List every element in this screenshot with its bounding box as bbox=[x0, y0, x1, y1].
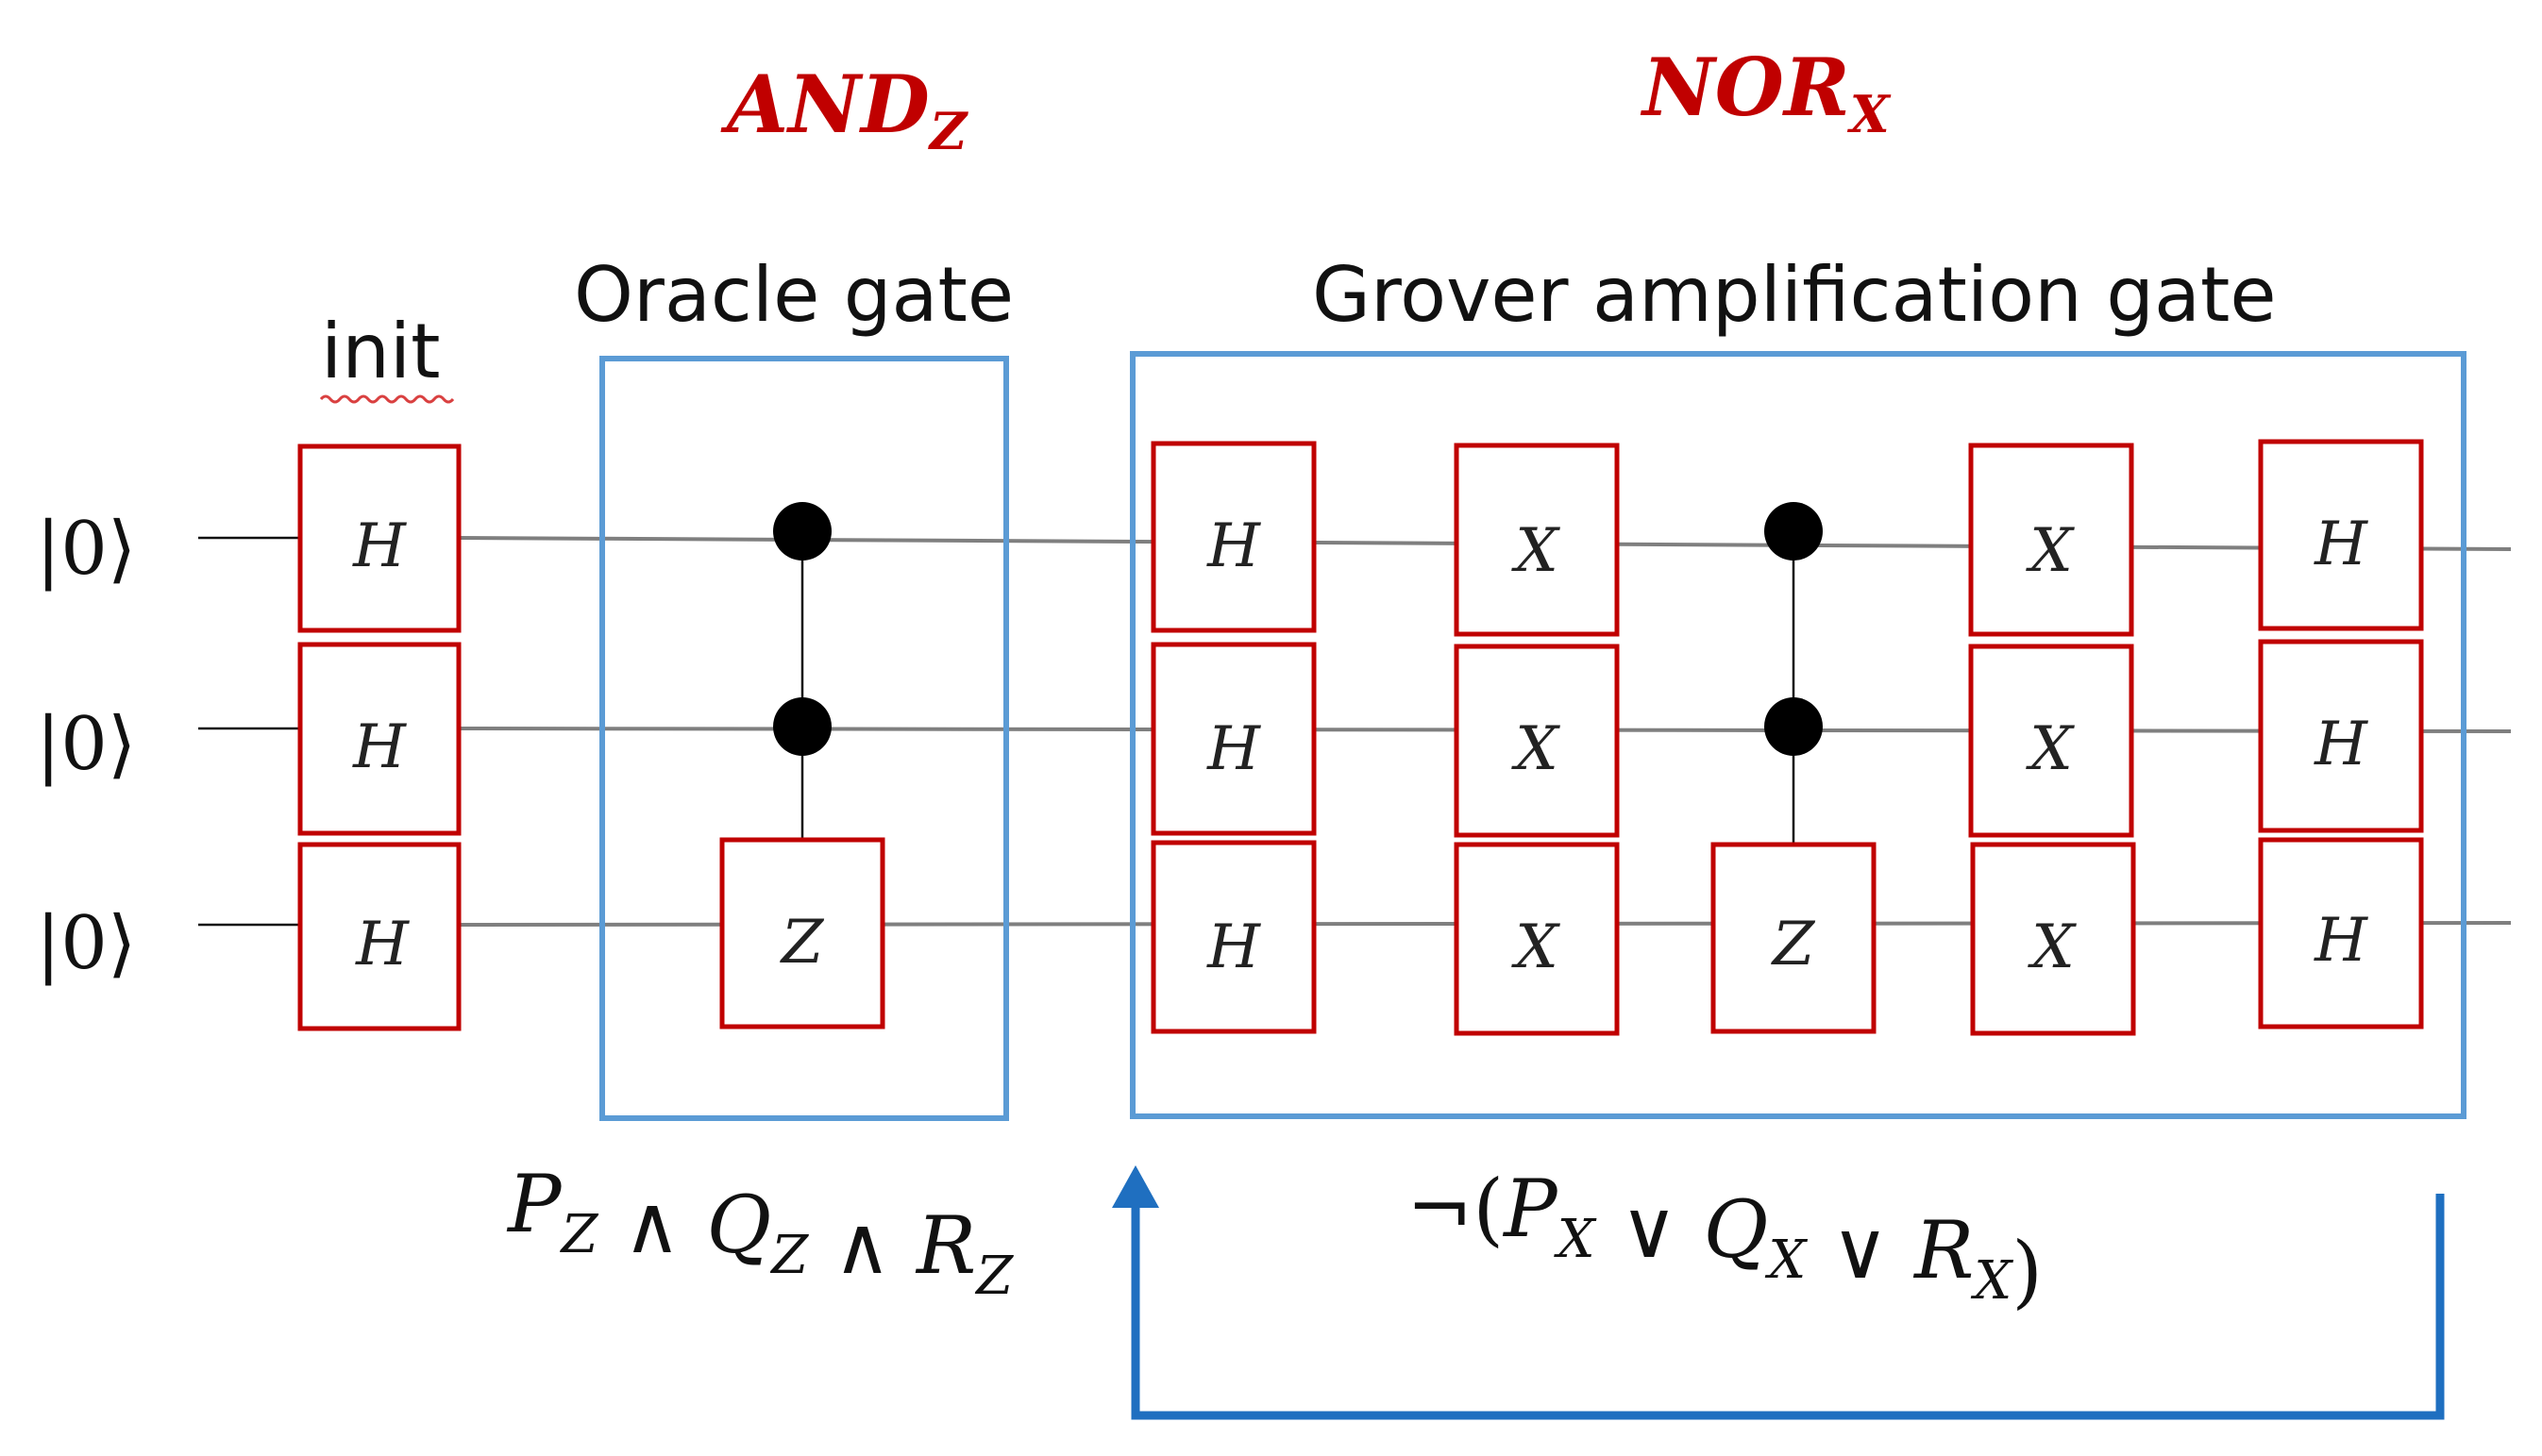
grover-h-gate: H bbox=[2258, 639, 2424, 833]
svg-text:H: H bbox=[352, 511, 407, 581]
formula-term: Q bbox=[706, 1179, 771, 1271]
formula-term: R bbox=[1912, 1204, 1974, 1297]
svg-text:X: X bbox=[1510, 714, 1560, 784]
svg-text:H: H bbox=[1206, 912, 1261, 982]
loop-back-arrow bbox=[1131, 1194, 2445, 1420]
control-dot bbox=[773, 502, 832, 561]
init-h-gate: H bbox=[297, 443, 462, 633]
grover-x-gate: X bbox=[1454, 443, 1620, 637]
svg-text:H: H bbox=[355, 910, 410, 979]
arrow-head-icon bbox=[1112, 1165, 1159, 1208]
svg-text:H: H bbox=[1206, 511, 1261, 581]
svg-text:H: H bbox=[2314, 710, 2368, 779]
formula-subscript: X bbox=[1764, 1230, 1808, 1291]
formula-subscript: Z bbox=[974, 1246, 1014, 1307]
init-h-gate: H bbox=[297, 842, 462, 1031]
formula-term: P bbox=[506, 1158, 563, 1250]
grover-h-gate: H bbox=[1151, 840, 1317, 1034]
svg-text:X: X bbox=[1510, 516, 1560, 586]
formula-term: ) bbox=[2012, 1225, 2043, 1317]
qubit-wires bbox=[198, 536, 2512, 927]
svg-text:X: X bbox=[2025, 714, 2075, 784]
formula-term: ∧ bbox=[598, 1179, 706, 1271]
nor-x-header: NORX bbox=[1640, 41, 1892, 144]
formula-subscript: Z bbox=[560, 1204, 599, 1265]
svg-text:H: H bbox=[2314, 510, 2368, 579]
formula-term: ∨ bbox=[1806, 1204, 1914, 1297]
grover-x-gate: X bbox=[1454, 842, 1620, 1036]
grover-x-gate: X bbox=[1970, 842, 2136, 1036]
grover-formula: ¬(PX ∨ QX ∨ RX) bbox=[1406, 1163, 2043, 1317]
control-dot bbox=[773, 697, 832, 756]
svg-text:X: X bbox=[2027, 912, 2077, 982]
qubit-label: |0⟩ bbox=[36, 507, 136, 592]
spellcheck-underline bbox=[319, 394, 455, 404]
grover-h-gate: H bbox=[2258, 439, 2424, 631]
svg-text:H: H bbox=[2314, 906, 2368, 976]
qubit-label: |0⟩ bbox=[36, 901, 136, 986]
oracle-gate-box bbox=[599, 356, 1009, 1121]
formula-subscript: X bbox=[1554, 1209, 1597, 1270]
grover-z-gate: Z bbox=[1710, 842, 1877, 1034]
formula-term: ∨ bbox=[1595, 1183, 1704, 1276]
svg-text:Z: Z bbox=[1771, 910, 1816, 979]
init-h-gate: H bbox=[297, 642, 462, 836]
grover-gate-caption: Grover amplification gate bbox=[1312, 251, 2277, 339]
init-caption: init bbox=[321, 308, 441, 395]
formula-term: R bbox=[915, 1199, 976, 1292]
grover-h-gate: H bbox=[2258, 837, 2424, 1029]
svg-text:X: X bbox=[1510, 912, 1560, 982]
svg-text:H: H bbox=[1206, 714, 1261, 784]
formula-subscript: X bbox=[1970, 1250, 2013, 1312]
formula-subscript: Z bbox=[769, 1225, 809, 1286]
control-dot bbox=[1764, 697, 1823, 756]
oracle-formula: PZ ∧ QZ ∧ RZ bbox=[506, 1158, 1014, 1307]
formula-term: ¬( bbox=[1406, 1163, 1504, 1255]
grover-gate-box bbox=[1130, 351, 2466, 1119]
grover-h-gate: H bbox=[1151, 441, 1317, 633]
grover-x-gate: X bbox=[1454, 644, 1620, 838]
grover-x-gate: X bbox=[1968, 644, 2134, 838]
oracle-z-gate: Z bbox=[719, 837, 885, 1029]
grover-h-gate: H bbox=[1151, 642, 1317, 836]
formula-term: P bbox=[1502, 1163, 1558, 1255]
svg-text:H: H bbox=[352, 712, 407, 782]
formula-term: Q bbox=[1703, 1183, 1768, 1276]
oracle-gate-caption: Oracle gate bbox=[574, 251, 1014, 339]
qubit-label: |0⟩ bbox=[36, 702, 136, 787]
and-z-header: ANDZ bbox=[720, 58, 969, 161]
svg-text:X: X bbox=[2025, 516, 2075, 586]
control-dot bbox=[1764, 502, 1823, 561]
svg-text:Z: Z bbox=[780, 908, 825, 978]
formula-term: ∧ bbox=[808, 1199, 917, 1292]
grover-x-gate: X bbox=[1968, 443, 2134, 637]
